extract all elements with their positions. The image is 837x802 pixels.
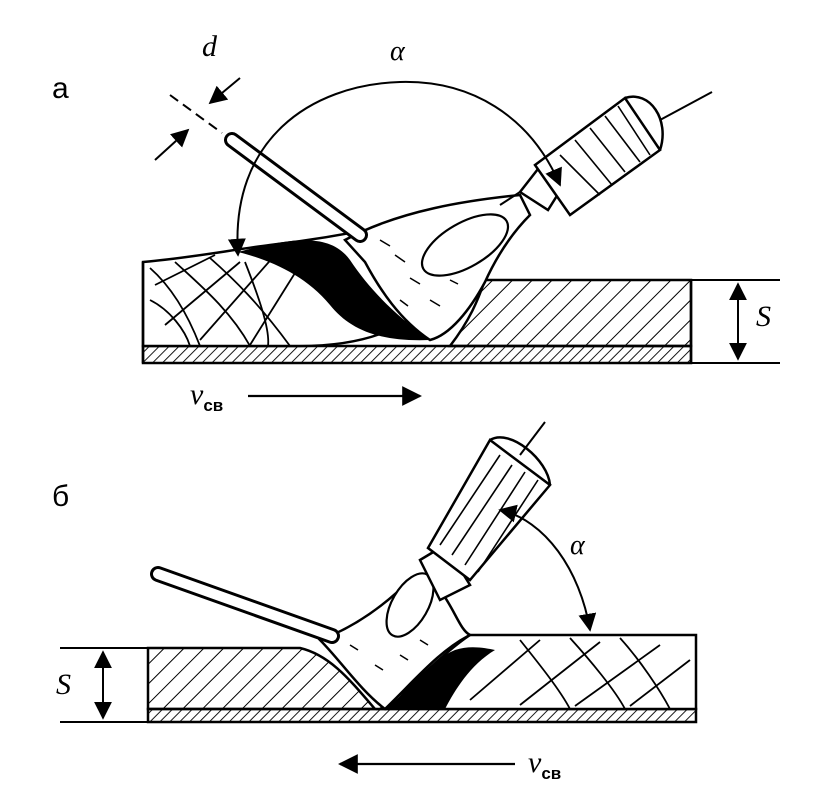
angle-label-b: α bbox=[570, 530, 585, 561]
diameter-label-d: d bbox=[202, 30, 217, 63]
backing-strip-b bbox=[146, 707, 698, 724]
bead-ripples-a bbox=[149, 254, 301, 347]
angle-label-a: α bbox=[390, 36, 405, 67]
diagram-a bbox=[141, 77, 780, 406]
bead-ripples-b bbox=[469, 637, 691, 710]
thickness-label-a: S bbox=[756, 300, 771, 333]
torch-b bbox=[418, 421, 552, 602]
base-metal-a bbox=[447, 278, 693, 348]
speed-label-b: vсв bbox=[528, 746, 562, 783]
diagram-b bbox=[60, 421, 698, 774]
filler-rod-a bbox=[169, 94, 368, 243]
flame-b bbox=[317, 578, 473, 711]
filler-rod-b bbox=[150, 566, 340, 644]
backing-strip-a bbox=[141, 344, 693, 365]
angle-arc-b bbox=[498, 504, 597, 632]
torch-a bbox=[499, 91, 713, 217]
slag-crater-a bbox=[238, 240, 430, 341]
speed-label-a: vсв bbox=[190, 378, 224, 415]
angle-arc-a bbox=[227, 80, 562, 257]
thickness-label-b: S bbox=[56, 668, 71, 701]
panel-label-a: а bbox=[52, 72, 69, 105]
panel-label-b: б bbox=[52, 480, 70, 513]
slag-crater-b bbox=[385, 647, 495, 709]
base-metal-b bbox=[146, 646, 378, 711]
